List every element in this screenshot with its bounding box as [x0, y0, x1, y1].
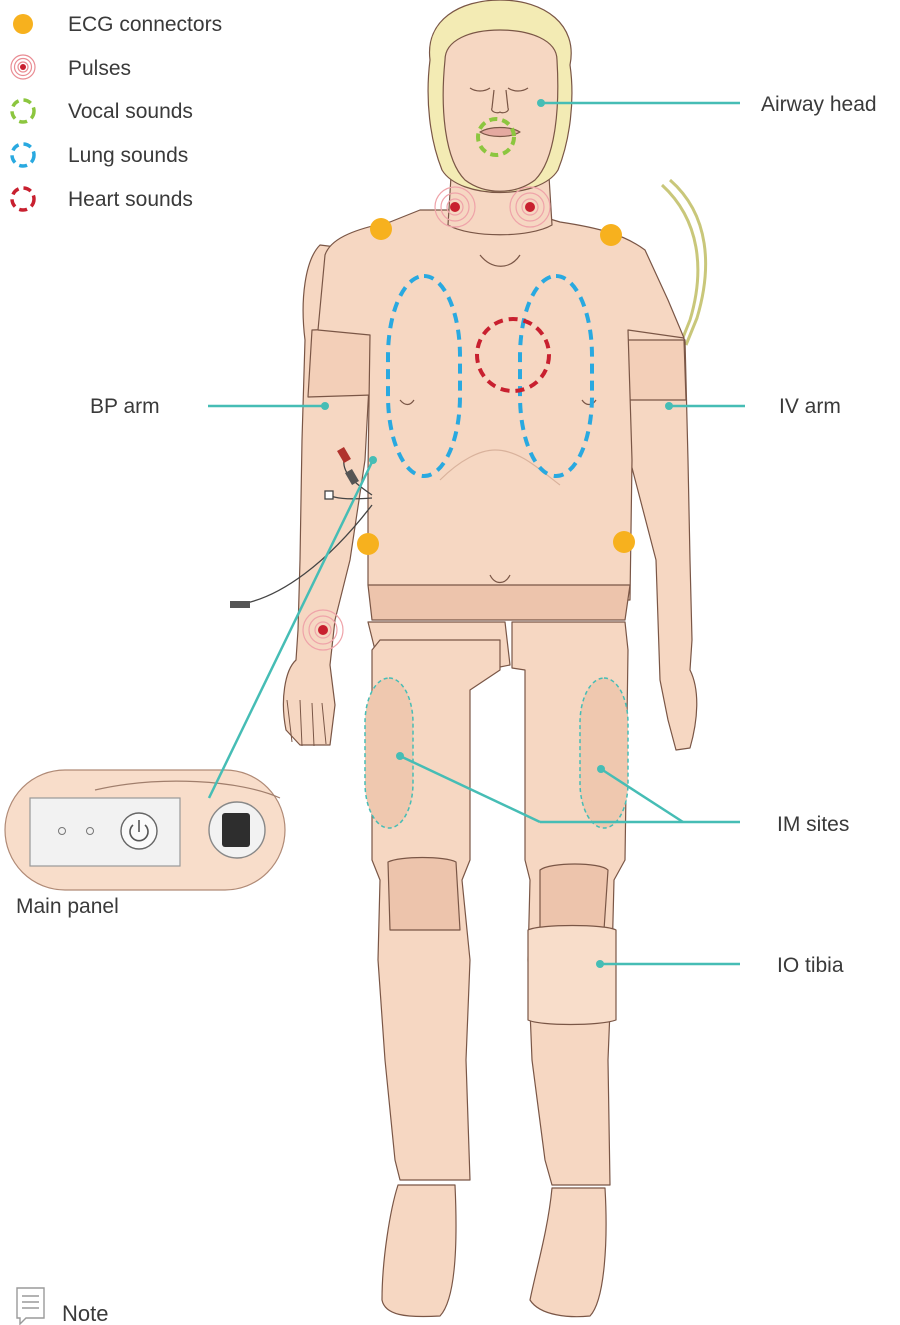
pulse-carotid-right: [510, 187, 550, 227]
pulse-icon: [11, 55, 35, 79]
usb-port-icon[interactable]: [209, 802, 265, 858]
label-airway-head: Airway head: [761, 93, 877, 116]
label-iv-arm: IV arm: [779, 395, 841, 418]
ecg-connector: [370, 218, 392, 240]
orange-dot-icon: [13, 14, 33, 34]
legend-item-ecg: ECG connectors: [13, 13, 222, 36]
legend-label-lung: Lung sounds: [68, 144, 188, 167]
legend-label-vocal: Vocal sounds: [68, 100, 193, 123]
ecg-connector: [600, 224, 622, 246]
note: Note: [17, 1288, 108, 1325]
legend-item-vocal: Vocal sounds: [12, 100, 193, 123]
torso: [318, 210, 684, 620]
callout-io-tibia: [596, 960, 740, 968]
ecg-connector: [357, 533, 379, 555]
red-dashed-circle-icon: [12, 188, 34, 210]
label-io-tibia: IO tibia: [777, 954, 844, 977]
legend-item-pulses: Pulses: [11, 55, 131, 80]
legend-label-ecg: ECG connectors: [68, 13, 222, 36]
io-tibia-pad: [528, 926, 616, 1025]
im-sites: [365, 678, 628, 828]
airway-head: [428, 0, 572, 193]
power-button-icon[interactable]: [121, 813, 157, 849]
label-im-sites: IM sites: [777, 813, 849, 836]
pulse-radial: [303, 610, 343, 650]
green-dashed-circle-icon: [12, 100, 34, 122]
legend-label-heart: Heart sounds: [68, 188, 193, 211]
label-bp-arm: BP arm: [90, 395, 160, 418]
pulse-carotid-left: [435, 187, 475, 227]
main-panel-label: Main panel: [16, 895, 119, 918]
im-site-right: [580, 678, 628, 828]
legend-item-lung: Lung sounds: [12, 144, 188, 167]
legend-item-heart: Heart sounds: [12, 188, 193, 211]
manikin-figure: [283, 0, 705, 1317]
note-label: Note: [62, 1301, 108, 1325]
ecg-connector: [613, 531, 635, 553]
legend-label-pulses: Pulses: [68, 57, 131, 80]
blue-dashed-circle-icon: [12, 144, 34, 166]
legend: ECG connectors Pulses Vocal sounds Lung …: [11, 13, 222, 211]
note-icon: [17, 1288, 44, 1324]
im-site-left: [365, 678, 413, 828]
main-panel-inset: Main panel: [5, 770, 285, 918]
